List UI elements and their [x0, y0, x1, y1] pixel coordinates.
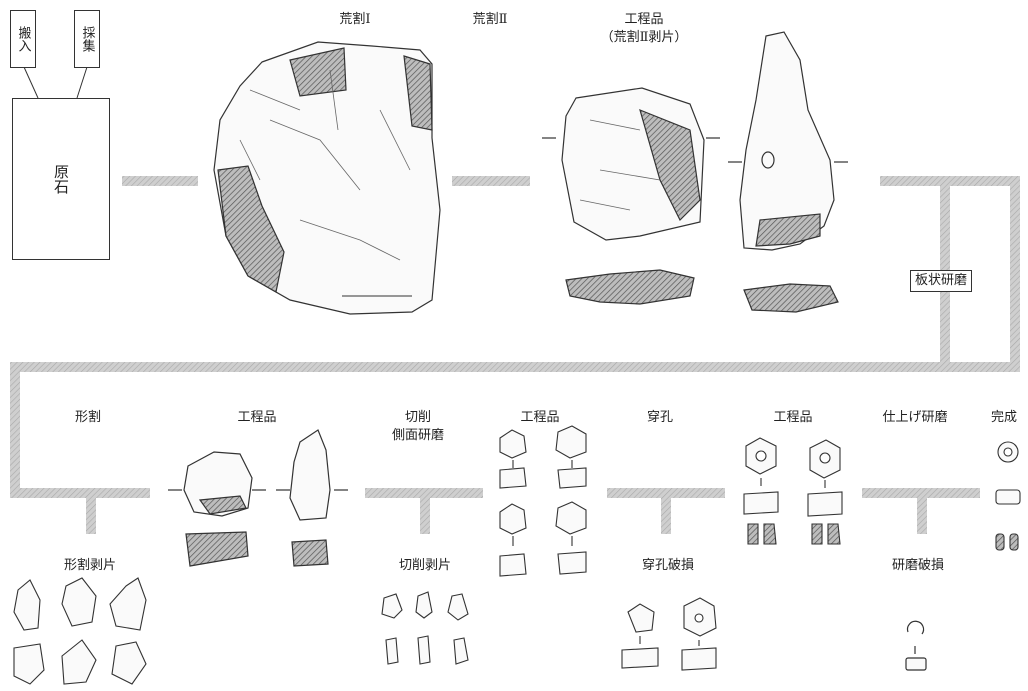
band-cut-flake-stem: [420, 488, 430, 534]
label-finish-polish: 仕上げ研磨: [882, 410, 947, 426]
label-workpiece-2: 工程品: [520, 410, 559, 426]
cut-workpieces: [500, 426, 586, 576]
raw-stone-box: 原石: [12, 98, 110, 260]
finished-beads: [996, 442, 1020, 550]
label-workpiece-title: 工程品: [624, 12, 663, 28]
collect-box: 採集: [74, 10, 100, 68]
label-rough-split-1: 荒割Ⅰ: [339, 12, 370, 28]
band-drill-stem: [661, 488, 671, 534]
polish-damaged: [906, 621, 926, 670]
connector-lines: [24, 67, 87, 98]
band-bottom-1: [10, 488, 150, 498]
workpiece-shard: [728, 32, 848, 312]
band-rough1-to-rough2: [452, 176, 530, 186]
band-return: [10, 362, 1020, 372]
label-side-polish: 側面研磨: [392, 428, 444, 444]
label-drill-damage: 穿孔破損: [642, 558, 694, 574]
label-drilling: 穿孔: [647, 410, 673, 426]
rough-split-1-stone: [214, 42, 440, 314]
label-complete: 完成: [991, 410, 1017, 426]
workpiece-block: [542, 88, 720, 304]
shape-split-flakes: [14, 578, 146, 684]
label-workpiece-sub: （荒割Ⅱ剥片）: [601, 30, 688, 46]
plate-polish-box: 板状研磨: [910, 270, 972, 292]
label-shape-split: 形割: [75, 410, 101, 426]
drill-damaged: [622, 598, 716, 670]
shape-split-workpiece: [168, 430, 348, 566]
label-workpiece-3: 工程品: [773, 410, 812, 426]
band-polish-stem: [917, 488, 927, 534]
label-polish-damage: 研磨破損: [892, 558, 944, 574]
label-workpiece-1: 工程品: [237, 410, 276, 426]
band-raw-to-rough1: [122, 176, 198, 186]
label-shape-flakes: 形割剥片: [64, 558, 116, 574]
cutting-flakes: [382, 592, 468, 664]
band-plate-right: [1010, 176, 1020, 372]
label-rough-split-2: 荒割Ⅱ: [473, 12, 508, 28]
drilled-workpieces: [744, 438, 842, 544]
label-cut-flakes: 切削剥片: [399, 558, 451, 574]
import-box: 搬入: [10, 10, 36, 68]
band-down-left: [10, 362, 20, 490]
label-cutting: 切削: [405, 410, 431, 426]
band-shape-flake-stem: [86, 488, 96, 534]
